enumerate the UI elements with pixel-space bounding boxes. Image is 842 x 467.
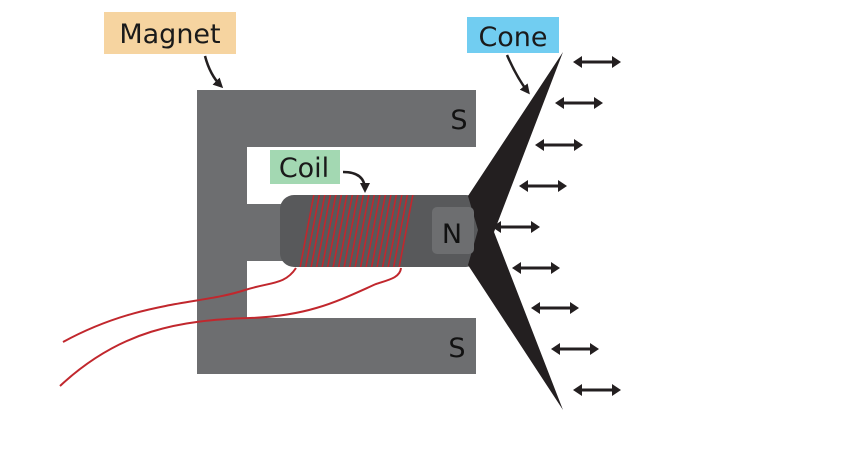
coil-winding [326, 195, 343, 267]
coil-winding [315, 195, 332, 267]
coil-winding [354, 195, 370, 267]
double-headed-arrow-icon [551, 343, 599, 355]
vibration-arrows [492, 56, 621, 396]
double-headed-arrow-icon [573, 56, 621, 68]
coil-winding [304, 195, 321, 267]
coil-wire-lead-lower [59, 267, 402, 387]
cone-pointer-arrow [505, 54, 530, 95]
double-headed-arrow-icon [519, 180, 567, 192]
coil-label: Coil [279, 153, 329, 184]
cone-label: Cone [478, 22, 547, 53]
magnet-body [197, 90, 476, 374]
coil-wire-lead-upper [62, 267, 297, 343]
coil-winding [370, 195, 387, 267]
coil-winding [337, 195, 354, 267]
coil-winding [343, 195, 359, 267]
magnet-label-background [104, 12, 236, 54]
coil-windings [299, 195, 414, 267]
coil-winding [387, 195, 403, 267]
speaker-cone [468, 52, 563, 410]
pole-label-bottom: S [448, 333, 465, 364]
magnet-pointer-arrow [203, 55, 224, 89]
coil-winding [365, 195, 381, 267]
magnet-core [280, 195, 480, 267]
pole-label-center: N [442, 219, 462, 250]
coil-winding [299, 195, 315, 267]
coil-winding [376, 195, 392, 267]
coil-winding [392, 195, 409, 267]
coil-winding [359, 195, 376, 267]
double-headed-arrow-icon [492, 221, 540, 233]
magnet-label: Magnet [119, 19, 220, 50]
coil-label-background [270, 150, 340, 184]
double-headed-arrow-icon [573, 384, 621, 396]
coil-winding [381, 195, 398, 267]
coil-pointer-arrow [342, 170, 370, 193]
double-headed-arrow-icon [535, 139, 583, 151]
double-headed-arrow-icon [512, 262, 560, 274]
coil-winding [321, 195, 337, 267]
coil-winding [348, 195, 365, 267]
cone-label-background [467, 17, 559, 53]
double-headed-arrow-icon [555, 97, 603, 109]
coil-winding [398, 195, 414, 267]
coil-winding [310, 195, 326, 267]
pole-label-top: S [450, 105, 467, 136]
double-headed-arrow-icon [531, 302, 579, 314]
n-pole-box [432, 207, 474, 254]
coil-winding [332, 195, 348, 267]
